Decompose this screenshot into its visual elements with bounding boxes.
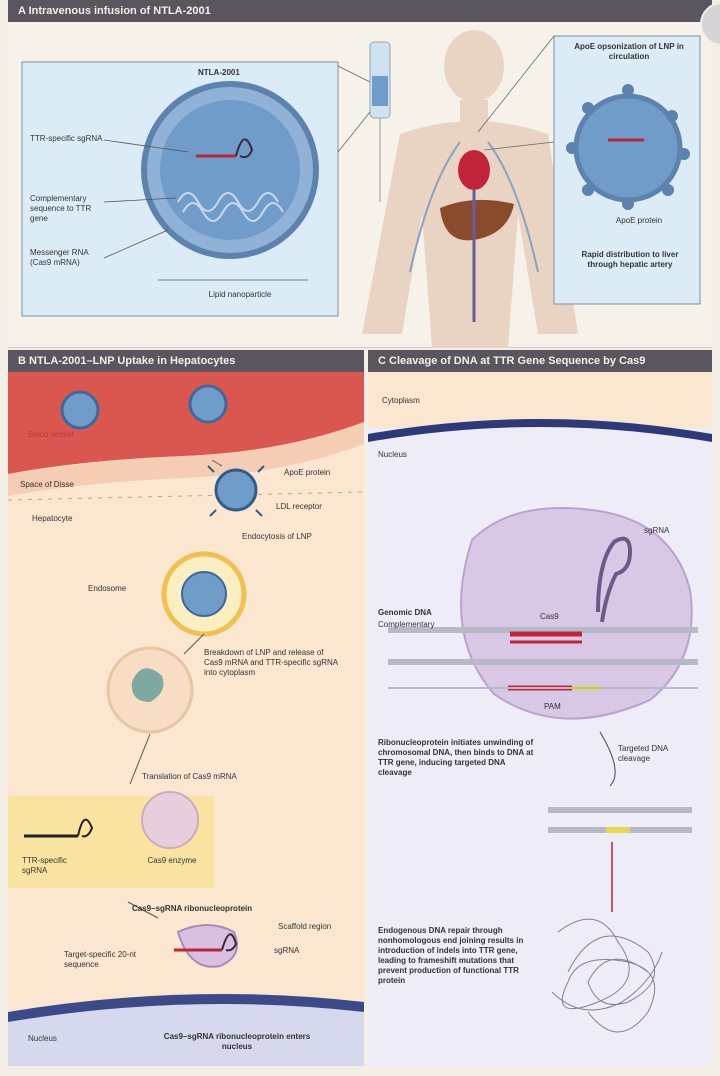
mrna-label: Messenger RNA (Cas9 mRNA) bbox=[30, 248, 89, 267]
panel-a-illustration bbox=[21, 30, 701, 348]
section-a-title: A Intravenous infusion of NTLA-2001 bbox=[18, 5, 211, 17]
panel-b: Blood vessel ApoE protein Space of Disse… bbox=[8, 372, 364, 1066]
cas9-enzyme-icon bbox=[141, 791, 199, 849]
human-head bbox=[444, 30, 504, 102]
ldl-receptors bbox=[207, 465, 265, 517]
panel-c-illustration bbox=[368, 372, 712, 1033]
apoe-title-label: ApoE opsonization of LNP in circulation bbox=[574, 42, 684, 61]
cas9-enzyme-label: Cas9 enzyme bbox=[147, 856, 197, 865]
sgrna-loop bbox=[596, 536, 633, 623]
lipid-label: Lipid nanoparticle bbox=[208, 290, 272, 299]
leader-line bbox=[103, 139, 189, 153]
nucleus-label: Nucleus bbox=[378, 450, 407, 459]
genomic-label: Genomic DNA bbox=[378, 608, 432, 617]
ttr-guide-label: TTR-specific sgRNA bbox=[30, 134, 103, 143]
blood-vessel-wall bbox=[8, 372, 364, 474]
lnp-header-label: NTLA-2001 bbox=[198, 68, 240, 77]
cas9-protein-icon bbox=[460, 507, 693, 720]
endosome-label: Endosome bbox=[88, 584, 127, 593]
ribonucleo-label: Ribonucleoprotein initiates unwinding of… bbox=[378, 738, 534, 777]
breakdown-fragments bbox=[131, 668, 164, 702]
sgrna-loop bbox=[221, 933, 238, 952]
leader-line bbox=[103, 197, 177, 203]
heart-icon bbox=[458, 150, 490, 190]
pam-label: PAM bbox=[544, 702, 561, 711]
rapid-distribution-label: Rapid distribution to liver through hepa… bbox=[581, 250, 679, 269]
tangled-dna-icon bbox=[551, 918, 663, 1033]
rnp-nucleus-label: Cas9–sgRNA ribonucleoprotein enters nucl… bbox=[163, 1032, 311, 1051]
targeted-cleavage-label: Targeted DNA cleavage bbox=[618, 744, 668, 763]
endocytosis-label: Endocytosis of LNP bbox=[242, 532, 312, 541]
complementary-label: Complementary sequence to TTR gene bbox=[30, 194, 92, 223]
sgrna-label: sgRNA bbox=[644, 526, 670, 535]
leader-line bbox=[337, 111, 371, 153]
lnp-core bbox=[160, 100, 300, 240]
leader-line bbox=[337, 65, 371, 83]
liver-icon bbox=[440, 199, 514, 241]
apoe-label: ApoE protein bbox=[284, 468, 331, 477]
rnp-label: Cas9–sgRNA ribonucleoprotein bbox=[132, 904, 253, 913]
space-of-disse-line bbox=[8, 491, 364, 501]
complementary-label: Complementary bbox=[378, 620, 435, 629]
hepatocyte-label: Hepatocyte bbox=[32, 514, 73, 523]
lnp-binding-receptor bbox=[214, 468, 258, 512]
sgrna-label: sgRNA bbox=[274, 946, 300, 955]
cytoplasm-region bbox=[368, 372, 712, 428]
nucleus-label: Nucleus bbox=[28, 1034, 57, 1043]
leader-line bbox=[483, 141, 555, 151]
cas9-label: Cas9 bbox=[540, 612, 559, 621]
cytoplasm-label: Cytoplasm bbox=[382, 396, 420, 405]
mrna-strand bbox=[177, 192, 279, 212]
scaffold-label: Scaffold region bbox=[278, 922, 332, 931]
flow-arrow bbox=[599, 731, 616, 787]
flow-arrows bbox=[127, 459, 223, 919]
sgrna-loop bbox=[77, 818, 94, 838]
leader-line bbox=[103, 229, 169, 259]
lnp-in-blood bbox=[60, 390, 100, 430]
section-b-header: B NTLA-2001–LNP Uptake in Hepatocytes bbox=[8, 350, 364, 372]
mrna-strand bbox=[182, 202, 284, 222]
vessel-endothelium bbox=[8, 422, 364, 496]
section-b-title: B NTLA-2001–LNP Uptake in Hepatocytes bbox=[18, 355, 236, 367]
apoe-protein-label: ApoE protein bbox=[615, 216, 663, 225]
human-neck bbox=[460, 100, 488, 124]
space-disse-label: Space of Disse bbox=[20, 480, 74, 489]
rnp-icon bbox=[176, 924, 238, 968]
leader-line bbox=[477, 35, 555, 133]
nuclear-membrane bbox=[368, 419, 712, 442]
translation-label: Translation of Cas9 mRNA bbox=[142, 772, 237, 781]
ldl-label: LDL receptor bbox=[276, 502, 322, 511]
nucleus-interior bbox=[8, 1004, 364, 1066]
endogenous-repair-label: Endogenous DNA repair through nonhomolog… bbox=[378, 926, 524, 985]
panel-a: NTLA-2001 TTR-specific sgRNA Complementa… bbox=[8, 22, 712, 348]
iv-fluid bbox=[372, 76, 388, 106]
panel-b-illustration bbox=[8, 372, 364, 1066]
target-label: Target-specific 20-nt sequence bbox=[64, 950, 137, 969]
section-a-header: A Intravenous infusion of NTLA-2001 bbox=[8, 0, 712, 22]
panel-c: Cytoplasm Nucleus sgRNA Genomic DNA Comp… bbox=[368, 372, 712, 1066]
ttr-guide-label: TTR-specific sgRNA bbox=[22, 856, 67, 875]
sgrna-loop bbox=[235, 138, 254, 159]
section-c-title: C Cleavage of DNA at TTR Gene Sequence b… bbox=[378, 355, 646, 367]
section-c-header: C Cleavage of DNA at TTR Gene Sequence b… bbox=[368, 350, 712, 372]
blood-vessel-label: Blood vessel bbox=[28, 430, 74, 439]
blood-vessels bbox=[409, 141, 539, 273]
apoe-proteins bbox=[566, 84, 690, 210]
breakdown-label: Breakdown of LNP and release of Cas9 mRN… bbox=[204, 648, 338, 677]
lnp-in-blood bbox=[188, 384, 228, 424]
lnp-in-endosome bbox=[181, 571, 227, 617]
